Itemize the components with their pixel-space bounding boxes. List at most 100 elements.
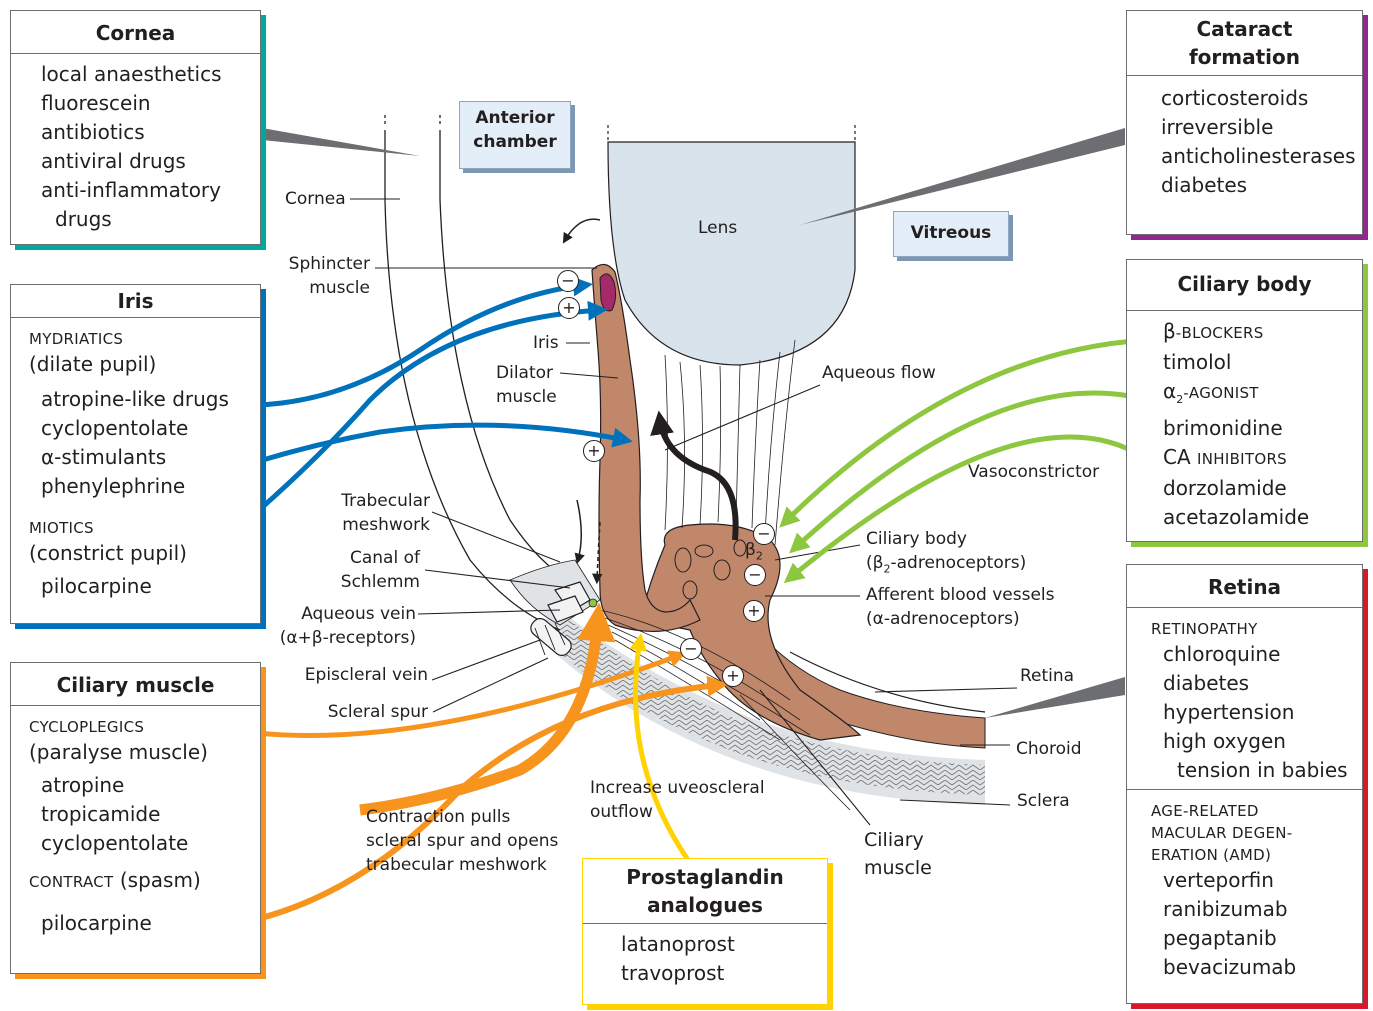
aqueous-drain-arrow-2: [592, 521, 603, 585]
list-item: cyclopentolate: [41, 416, 189, 440]
retina-category-retinopathy: RETINOPATHY: [1151, 620, 1258, 638]
ciliary-muscle-box-title: Ciliary muscle: [11, 663, 260, 706]
ciliary-muscle-box-list: CYCLOPLEGICS (paralyse muscle) atropine …: [11, 706, 260, 944]
list-item: timolol: [1163, 350, 1232, 374]
cornea-box-list: local anaesthetics fluorescein antibioti…: [11, 54, 260, 240]
episcleral-vein-shape: [530, 617, 572, 657]
list-item: cyclopentolate: [41, 831, 189, 855]
list-item: atropine: [41, 773, 125, 797]
label-aqueous-flow: Aqueous flow: [822, 363, 936, 383]
ciliary-muscle-drug-box: Ciliary muscle CYCLOPLEGICS (paralyse mu…: [10, 662, 261, 974]
label-retina: Retina: [1020, 666, 1075, 686]
aqueous-outflow-arrow: [562, 218, 601, 244]
label-scleral-spur: Scleral spur: [327, 702, 428, 722]
list-item: diabetes: [1161, 173, 1248, 197]
retina-box-title: Retina: [1127, 565, 1362, 608]
retina-category-amd-line2: MACULAR DEGEN-: [1151, 824, 1293, 842]
list-item: pegaptanib: [1163, 926, 1277, 950]
retina-drug-box: Retina RETINOPATHY chloroquine diabetes …: [1126, 564, 1363, 1004]
label-afferent-blood-vessels: Afferent blood vessels(α-adrenoceptors): [866, 585, 1055, 629]
ciliary-body-category-beta-blockers: β-BLOCKERS: [1163, 319, 1264, 343]
list-item: pilocarpine: [41, 911, 152, 935]
label-aqueous-vein: Aqueous vein(α+β-receptors): [279, 604, 416, 648]
sign-sphincter-minus: −: [557, 270, 579, 292]
sign-ciliary-muscle-minus: −: [680, 638, 702, 660]
sign-ciliary-body-minus-1: −: [753, 523, 775, 545]
iris-category-miotics: MIOTICS: [29, 519, 94, 537]
retina-box-list-amd: AGE-RELATED MACULAR DEGEN- ERATION (AMD)…: [1127, 790, 1362, 988]
sign-vessel-plus: +: [743, 600, 765, 622]
ciliary-muscle-drug-arrows: [189, 602, 729, 933]
tag-vitreous: Vitreous: [893, 211, 1009, 257]
list-item: travoprost: [621, 961, 725, 985]
ciliary-muscle-category-cycloplegics: CYCLOPLEGICS: [29, 718, 145, 736]
list-item: acetazolamide: [1163, 505, 1310, 529]
label-vasoconstrictor: Vasoconstrictor: [968, 462, 1100, 482]
list-item: chloroquine: [1163, 642, 1281, 666]
canal-of-schlemm-dot: [588, 598, 598, 608]
iris-note-dilate: (dilate pupil): [29, 352, 157, 376]
list-item: antibiotics: [41, 120, 145, 144]
list-item: bevacizumab: [1163, 955, 1297, 979]
cornea-lines: [384, 115, 571, 631]
cataract-box-list: corticosteroids irreversible anticholine…: [1127, 76, 1362, 206]
list-item: tension in babies: [1177, 758, 1348, 782]
retina-category-amd-line3: ERATION (AMD): [1151, 846, 1272, 864]
iris-drug-box: Iris MYDRIATICS (dilate pupil) atropine-…: [10, 284, 261, 624]
retina-box-list-retinopathy: RETINOPATHY chloroquine diabetes hyperte…: [1127, 608, 1362, 790]
aqueous-flow-arrow: [650, 410, 739, 541]
iris-note-constrict: (constrict pupil): [29, 541, 187, 565]
list-item: diabetes: [1163, 671, 1250, 695]
ciliary-process-ovals: [674, 539, 747, 600]
list-item: ranibizumab: [1163, 897, 1288, 921]
list-item: antiviral drugs: [41, 149, 186, 173]
list-item: hypertension: [1163, 700, 1295, 724]
list-item: anticholinesterases: [1161, 144, 1356, 168]
beta2-label: β2: [745, 540, 763, 563]
list-item: irreversible: [1161, 115, 1274, 139]
iris-box-list: MYDRIATICS (dilate pupil) atropine-like …: [11, 318, 260, 607]
list-item: anti-inflammatory: [41, 178, 221, 202]
list-item: atropine-like drugs: [41, 387, 229, 411]
iris-box-title: Iris: [11, 285, 260, 318]
prostaglandin-arrow: [629, 633, 691, 862]
ciliary-body-box-list: β-BLOCKERS timolol α2-AGONIST brimonidin…: [1127, 311, 1362, 538]
list-item: verteporfin: [1163, 868, 1274, 892]
sign-ciliary-muscle-plus: +: [722, 665, 744, 687]
label-cornea: Cornea: [285, 189, 346, 209]
list-item: drugs: [55, 207, 112, 231]
list-item: α-stimulants: [41, 445, 167, 469]
label-sclera: Sclera: [1017, 791, 1070, 811]
lens-shape: [607, 141, 856, 366]
label-iris: Iris: [533, 333, 559, 353]
ciliary-muscle-note-paralyse: (paralyse muscle): [29, 740, 208, 764]
retina-category-amd-line1: AGE-RELATED: [1151, 802, 1259, 820]
list-item: phenylephrine: [41, 474, 186, 498]
ciliary-body-drug-box: Ciliary body β-BLOCKERS timolol α2-AGONI…: [1126, 259, 1363, 542]
ciliary-body-category-ca-inhibitors: CA INHIBITORS: [1163, 445, 1287, 469]
list-item: tropicamide: [41, 802, 161, 826]
list-item: latanoprost: [621, 932, 735, 956]
prostaglandin-box-list: latanoprost travoprost: [583, 924, 827, 994]
list-item: dorzolamide: [1163, 476, 1287, 500]
ciliary-body-box-title: Ciliary body: [1127, 260, 1362, 311]
leader-lines: [350, 198, 1018, 826]
cornea-drug-box: Cornea local anaesthetics fluorescein an…: [10, 10, 261, 245]
zonule-fibres: [664, 339, 796, 546]
list-item: corticosteroids: [1161, 86, 1309, 110]
label-lens: Lens: [698, 218, 738, 238]
list-item: high oxygen: [1163, 729, 1286, 753]
ciliary-muscle-category-contract: CONTRACT (spasm): [29, 868, 201, 892]
iris-category-mydriatics: MYDRIATICS: [29, 330, 124, 348]
list-item: local anaesthetics: [41, 62, 222, 86]
